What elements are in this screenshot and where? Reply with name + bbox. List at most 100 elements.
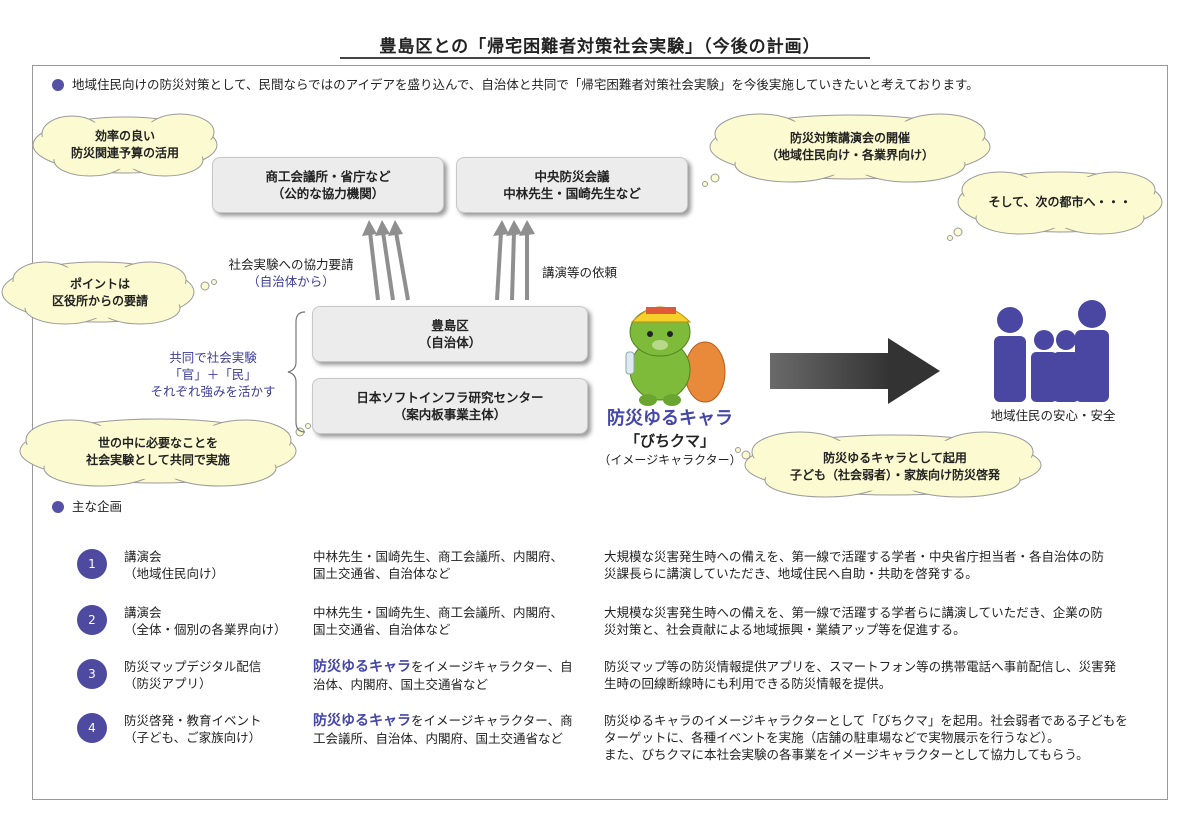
box-chamber-line1: 商工会議所・省庁など [265,169,391,184]
cloud-point-text: ポイントは 区役所からの要請 [15,276,185,310]
plan-partners-line: 防災ゆるキャラをイメージキャラクター、自 [313,658,573,676]
cloud-budget-text: 効率の良い 防災関連予算の活用 [35,128,215,162]
big-right-arrow [770,338,940,404]
plan-title-line: （全体・個別の各業界向け） [124,622,287,637]
plan-description-line: 防災マップ等の防災情報提供アプリを、スマートフォン等の携帯電話へ事前配信し、災害… [604,659,1117,674]
residents-icon [994,300,1109,402]
plan-description-line: 大規模な災害発生時への備えを、第一線で活躍する学者・中央省庁担当者・各自治体の防 [604,549,1105,564]
plan-partners-line: 治体、内閣府、国土交通省など [313,677,489,692]
plan-description: 大規模な災害発生時への備えを、第一線で活躍する学者・中央省庁担当者・各自治体の防… [604,548,1104,582]
plan-description-line: 大規模な災害発生時への備えを、第一線で活躍する学者らに講演していただき、企業の防 [604,605,1103,620]
plan-description-line: 生時の回線断線時にも利用できる防災情報を提供。 [604,676,892,691]
plans-heading: 主な企画 [72,499,123,514]
cloud-joint-line1: 世の中に必要なことを [97,436,218,450]
plan-title: 講演会 （地域住民向け） [124,548,224,582]
plan-partners: 防災ゆるキャラをイメージキャラクター、自治体、内閣府、国土交通省など [313,658,573,693]
cloud-joint-line2: 社会実験として共同で実施 [86,453,230,467]
joint-label-line3: それぞれ強みを活かす [150,384,276,399]
cloud-point-line1: ポイントは [69,277,130,291]
box-toshima-line1: 豊島区 [431,318,469,333]
plan-title-line: 講演会 [124,605,162,620]
cloud-budget-line2: 防災関連予算の活用 [70,146,179,160]
box-council-line1: 中央防災会議 [534,169,610,184]
plan-description-line: 防災ゆるキャラのイメージキャラクターとして「びちクマ」を起用。社会弱者である子ど… [604,713,1128,728]
mascot-illustration [625,306,726,406]
plan-partners: 中林先生・国崎先生、商工会議所、内閣府、国土交通省、自治体など [313,548,563,582]
plan-description-line: 災対策と、社会貢献による地域振興・業績アップ等を促進する。 [604,622,966,637]
plan-title-line: （子ども、ご家族向け） [124,730,262,745]
plan-title: 防災啓発・教育イベント （子ども、ご家族向け） [124,712,262,746]
box-chamber-line2: （公的な協力機関） [271,186,385,201]
mascot-caption: 防災ゆるキャラ 「びちクマ」 （イメージキャラクター） [590,404,750,468]
intro-text: 地域住民向けの防災対策として、民間ならではのアイデアを盛り込んで、自治体と共同で… [72,77,979,92]
request-label-line1: 社会実験への協力要請 [228,257,354,272]
cloud-joint-text: 世の中に必要なことを 社会実験として共同で実施 [38,435,278,469]
plan-partners-line: 防災ゆるキャラをイメージキャラクター、商 [313,712,573,730]
page-title: 豊島区との「帰宅困難者対策社会実験」（今後の計画） [379,37,821,57]
plan-partners-text: 中林先生・国崎先生、商工会議所、内閣府、 [313,605,564,620]
plan-title-line: （防災アプリ） [124,676,212,691]
plan-description-line: 災課長らに講演していただき、地域住民へ自助・共助を啓発する。 [604,566,978,581]
cloud-mascot-use-line1: 防災ゆるキャラとして起用 [823,451,967,465]
joint-label-line1: 共同で社会実験 [169,350,257,365]
joint-label-line2: 「官」＋「民」 [169,367,257,382]
mascot-image-caption: （イメージキャラクター） [598,453,742,467]
cloud-next-city-text: そして、次の都市へ・・・ [988,195,1132,209]
cloud-lecture-text: 防災対策講演会の開催 （地域住民向け・各業界向け） [730,130,970,164]
plan-partners-text: をイメージキャラクター、商 [411,713,573,728]
box-center-line2: （案内板事業主体） [393,407,507,422]
cloud-budget-line1: 効率の良い [94,129,155,143]
plan-partners-highlight: 防災ゆるキャラ [313,659,411,675]
plan-title-line: 防災マップデジタル配信 [124,659,262,674]
box-council-line2: 中林先生・国崎先生など [503,186,641,201]
request-label-line2: （自治体から） [247,274,335,289]
title-underline [340,57,870,59]
cloud-mascot-use-text: 防災ゆるキャラとして起用 子ども（社会弱者）・家族向け防災啓発 [760,450,1030,484]
request-label: 社会実験への協力要請 （自治体から） [216,256,366,290]
plan-number-badge: 3 [77,659,107,689]
plan-description: 防災マップ等の防災情報提供アプリを、スマートフォン等の携帯電話へ事前配信し、災害… [604,658,1116,692]
plan-number-badge: 2 [77,605,107,635]
plan-partners-line: 国土交通省、自治体など [313,622,451,637]
arrows-cooperation [362,220,410,301]
box-center: 日本ソフトインフラ研究センター （案内板事業主体） [312,378,588,434]
plan-partners: 防災ゆるキャラをイメージキャラクター、商工会議所、自治体、内閣府、国土交通省など [313,712,573,747]
plan-description: 防災ゆるキャラのイメージキャラクターとして「びちクマ」を起用。社会弱者である子ど… [604,712,1128,763]
plan-title-line: 講演会 [124,549,162,564]
box-toshima: 豊島区 （自治体） [312,306,588,362]
plan-partners-line: 工会議所、自治体、内閣府、国土交通省など [313,731,564,746]
box-center-line1: 日本ソフトインフラ研究センター [356,390,544,405]
mascot-title: 防災ゆるキャラ [607,408,733,429]
cloud-point-line2: 区役所からの要請 [51,294,148,308]
residents-label: 地域住民の安心・安全 [990,408,1116,423]
plan-partners-line: 国土交通省、自治体など [313,566,451,581]
bullet-icon [52,501,64,513]
bullet-icon [52,79,64,91]
plan-title: 防災マップデジタル配信 （防災アプリ） [124,658,261,692]
plan-number-badge: 4 [77,713,107,743]
plan-partners-highlight: 防災ゆるキャラ [313,713,411,729]
cloud-lecture-line2: （地域住民向け・各業界向け） [765,148,934,162]
plan-title-line: 防災啓発・教育イベント [124,713,262,728]
mascot-name: 「びちクマ」 [624,432,715,450]
bracket [287,311,306,433]
plan-partners-line: 中林先生・国崎先生、商工会議所、内閣府、 [313,604,563,621]
plan-partners-text: をイメージキャラクター、自 [411,659,573,674]
plan-title-line: （地域住民向け） [124,566,225,581]
box-council: 中央防災会議 中林先生・国崎先生など [456,157,688,213]
plan-number-badge: 1 [77,549,107,579]
plan-partners-line: 中林先生・国崎先生、商工会議所、内閣府、 [313,548,563,565]
joint-label: 共同で社会実験 「官」＋「民」 それぞれ強みを活かす [138,349,288,400]
box-chamber: 商工会議所・省庁など （公的な協力機関） [212,157,444,213]
box-toshima-line2: （自治体） [418,335,482,350]
plan-partners-text: 中林先生・国崎先生、商工会議所、内閣府、 [313,549,564,564]
cloud-mascot-use-line2: 子ども（社会弱者）・家族向け防災啓発 [789,468,1000,482]
plan-description-line: ターゲットに、各種イベントを実施（店舗の駐車場などで実物展示を行うなど）。 [604,730,1060,745]
arrows-lecture [493,220,535,301]
plan-title: 講演会 （全体・個別の各業界向け） [124,604,287,638]
lecture-request-label: 講演等の依頼 [542,265,618,280]
cloud-lecture-line1: 防災対策講演会の開催 [789,131,910,145]
plan-partners: 中林先生・国崎先生、商工会議所、内閣府、国土交通省、自治体など [313,604,563,638]
plan-description: 大規模な災害発生時への備えを、第一線で活躍する学者らに講演していただき、企業の防… [604,604,1103,638]
